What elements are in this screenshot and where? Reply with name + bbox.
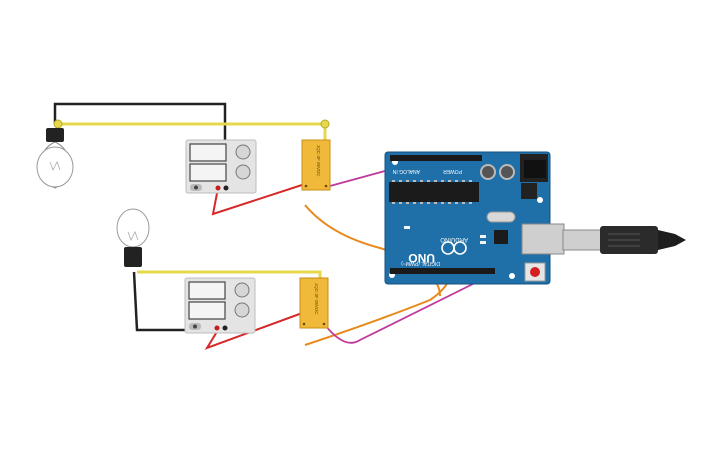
relay-icon[interactable]: JQC-3F 05VDC [301,139,331,191]
wire-orange-bottom[interactable] [304,277,451,346]
light-bulb-icon[interactable] [116,208,150,267]
light-bulb-icon[interactable] [36,128,74,189]
arduino-digital-label: DIGITAL (PWM~) [401,260,440,266]
usb-cable-icon[interactable] [562,226,686,254]
arduino-brand-label: ARDUINO [440,236,468,242]
power-supply-icon[interactable] [184,277,256,334]
junction-top-left [53,119,63,129]
relay-bottom-label: JQC-3F 05VDC [314,283,319,315]
wire-red-bottom[interactable] [204,311,306,350]
arduino-board-icon[interactable]: ARDUINO UNO DIGITAL (PWM~) ANALOG IN POW… [384,151,565,285]
arduino-logo [441,241,467,255]
wire-magenta-bottom[interactable] [324,277,486,344]
relay-top-label: JQC-3F 05VDC [316,145,321,177]
arduino-model-label: UNO [408,251,435,265]
arduino-analog-label: ANALOG IN [392,168,420,174]
power-supply-icon[interactable] [185,139,257,194]
relay-icon[interactable]: JQC-3F 05VDC [299,277,329,329]
arduino-power-label: POWER [443,168,462,174]
junction-top-right [320,119,330,129]
wire-red-top[interactable] [211,183,306,216]
